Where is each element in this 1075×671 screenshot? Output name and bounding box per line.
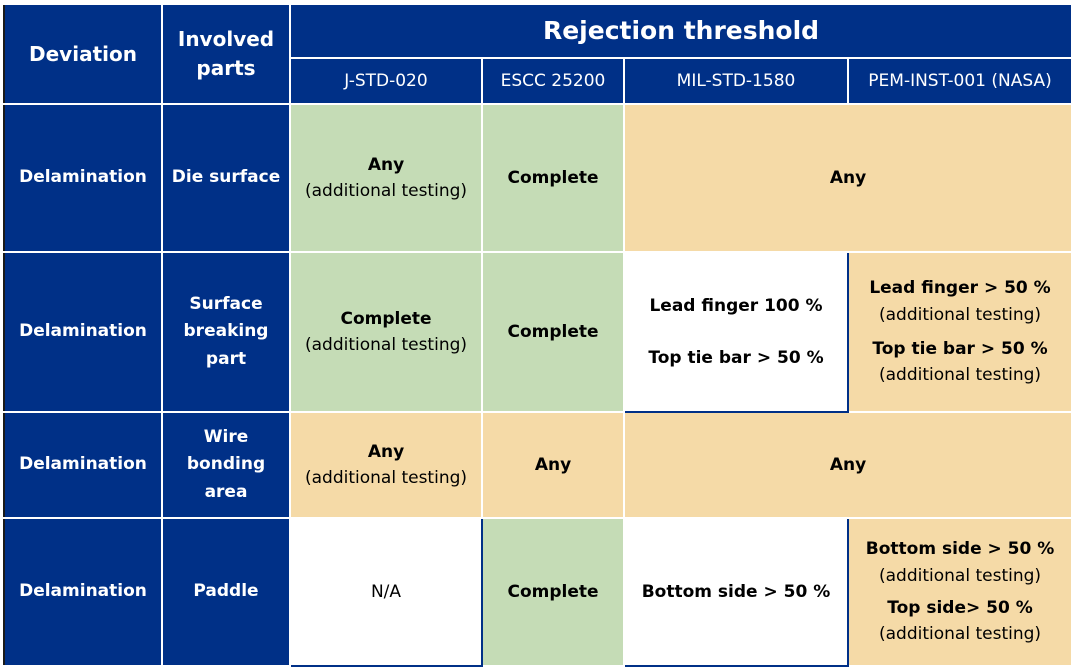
cell-main-text: Any	[829, 454, 867, 475]
row-involved-part: Paddle	[161, 517, 291, 667]
cell-main-text: Any	[829, 167, 867, 188]
cell-milstd1580: Lead finger 100 % Top tie bar > 50 %	[623, 251, 849, 413]
header-involved-parts: Involved parts	[161, 3, 291, 105]
cell-pem-inst-001: Bottom side > 50 % (additional testing) …	[846, 517, 1074, 667]
cell-line-2: Top tie bar > 50 %	[872, 339, 1048, 359]
table-row: Delamination Paddle N/A Complete Bottom …	[3, 517, 1074, 667]
cell-line-1: Bottom side > 50 %	[641, 581, 831, 602]
cell-pem-inst-001: Lead finger > 50 % (additional testing) …	[846, 251, 1074, 413]
cell-note-2: (additional testing)	[879, 624, 1042, 645]
cell-main-text: Complete	[507, 581, 599, 602]
table-row: Delamination Surface breaking part Compl…	[3, 251, 1074, 413]
header-rejection-threshold: Rejection threshold	[288, 3, 1074, 59]
cell-main-text: Complete	[340, 308, 432, 329]
cell-main-text: Any	[367, 154, 405, 175]
cell-escc25200: Complete	[481, 517, 625, 667]
cell-note-1: (additional testing)	[879, 304, 1042, 325]
cell-main-text: Any	[367, 441, 405, 462]
header-standard-escc25200: ESCC 25200	[481, 57, 625, 105]
row-deviation: Delamination	[3, 517, 163, 667]
cell-escc25200: Complete	[481, 251, 625, 413]
cell-escc25200: Any	[481, 411, 625, 519]
cell-line-2: Top tie bar > 50 %	[648, 348, 824, 368]
row-involved-part: Wire bonding area	[161, 411, 291, 519]
row-deviation: Delamination	[3, 411, 163, 519]
cell-note-1: (additional testing)	[879, 565, 1042, 586]
table-row: Delamination Die surface Any (additional…	[3, 103, 1074, 253]
cell-mil-pem-merged: Any	[622, 411, 1074, 519]
header-deviation: Deviation	[3, 3, 163, 105]
cell-note-text: (additional testing)	[304, 335, 468, 355]
header-standard-pem-inst-001: PEM-INST-001 (NASA)	[846, 57, 1074, 105]
header-standard-jstd020: J-STD-020	[289, 57, 483, 105]
cell-line-1: Bottom side > 50 %	[865, 539, 1055, 560]
cell-milstd1580: Bottom side > 50 %	[623, 517, 849, 667]
row-deviation: Delamination	[3, 251, 163, 413]
cell-line-2: Top side> 50 %	[887, 598, 1033, 618]
cell-note-text: (additional testing)	[304, 181, 468, 201]
cell-jstd020: N/A	[289, 517, 483, 667]
row-involved-part: Surface breaking part	[161, 251, 291, 413]
cell-main-text: Complete	[507, 321, 599, 342]
rejection-threshold-table: Deviation Involved parts Rejection thres…	[3, 3, 1074, 667]
cell-escc25200: Complete	[481, 103, 625, 253]
cell-note-text: (additional testing)	[304, 468, 468, 488]
cell-mil-pem-merged: Any	[622, 103, 1074, 253]
cell-main-text: Complete	[507, 167, 599, 188]
row-involved-part: Die surface	[161, 103, 291, 253]
header-standard-milstd1580: MIL-STD-1580	[623, 57, 849, 105]
cell-main-text: Any	[534, 454, 572, 475]
cell-note-2: (additional testing)	[879, 365, 1042, 386]
cell-line-1: Lead finger > 50 %	[869, 278, 1051, 299]
cell-jstd020: Complete (additional testing)	[289, 251, 483, 413]
cell-main-text: N/A	[370, 581, 402, 602]
row-deviation: Delamination	[3, 103, 163, 253]
table-row: Delamination Wire bonding area Any (addi…	[3, 411, 1074, 519]
cell-jstd020: Any (additional testing)	[289, 103, 483, 253]
cell-jstd020: Any (additional testing)	[289, 411, 483, 519]
cell-line-1: Lead finger 100 %	[649, 295, 823, 316]
